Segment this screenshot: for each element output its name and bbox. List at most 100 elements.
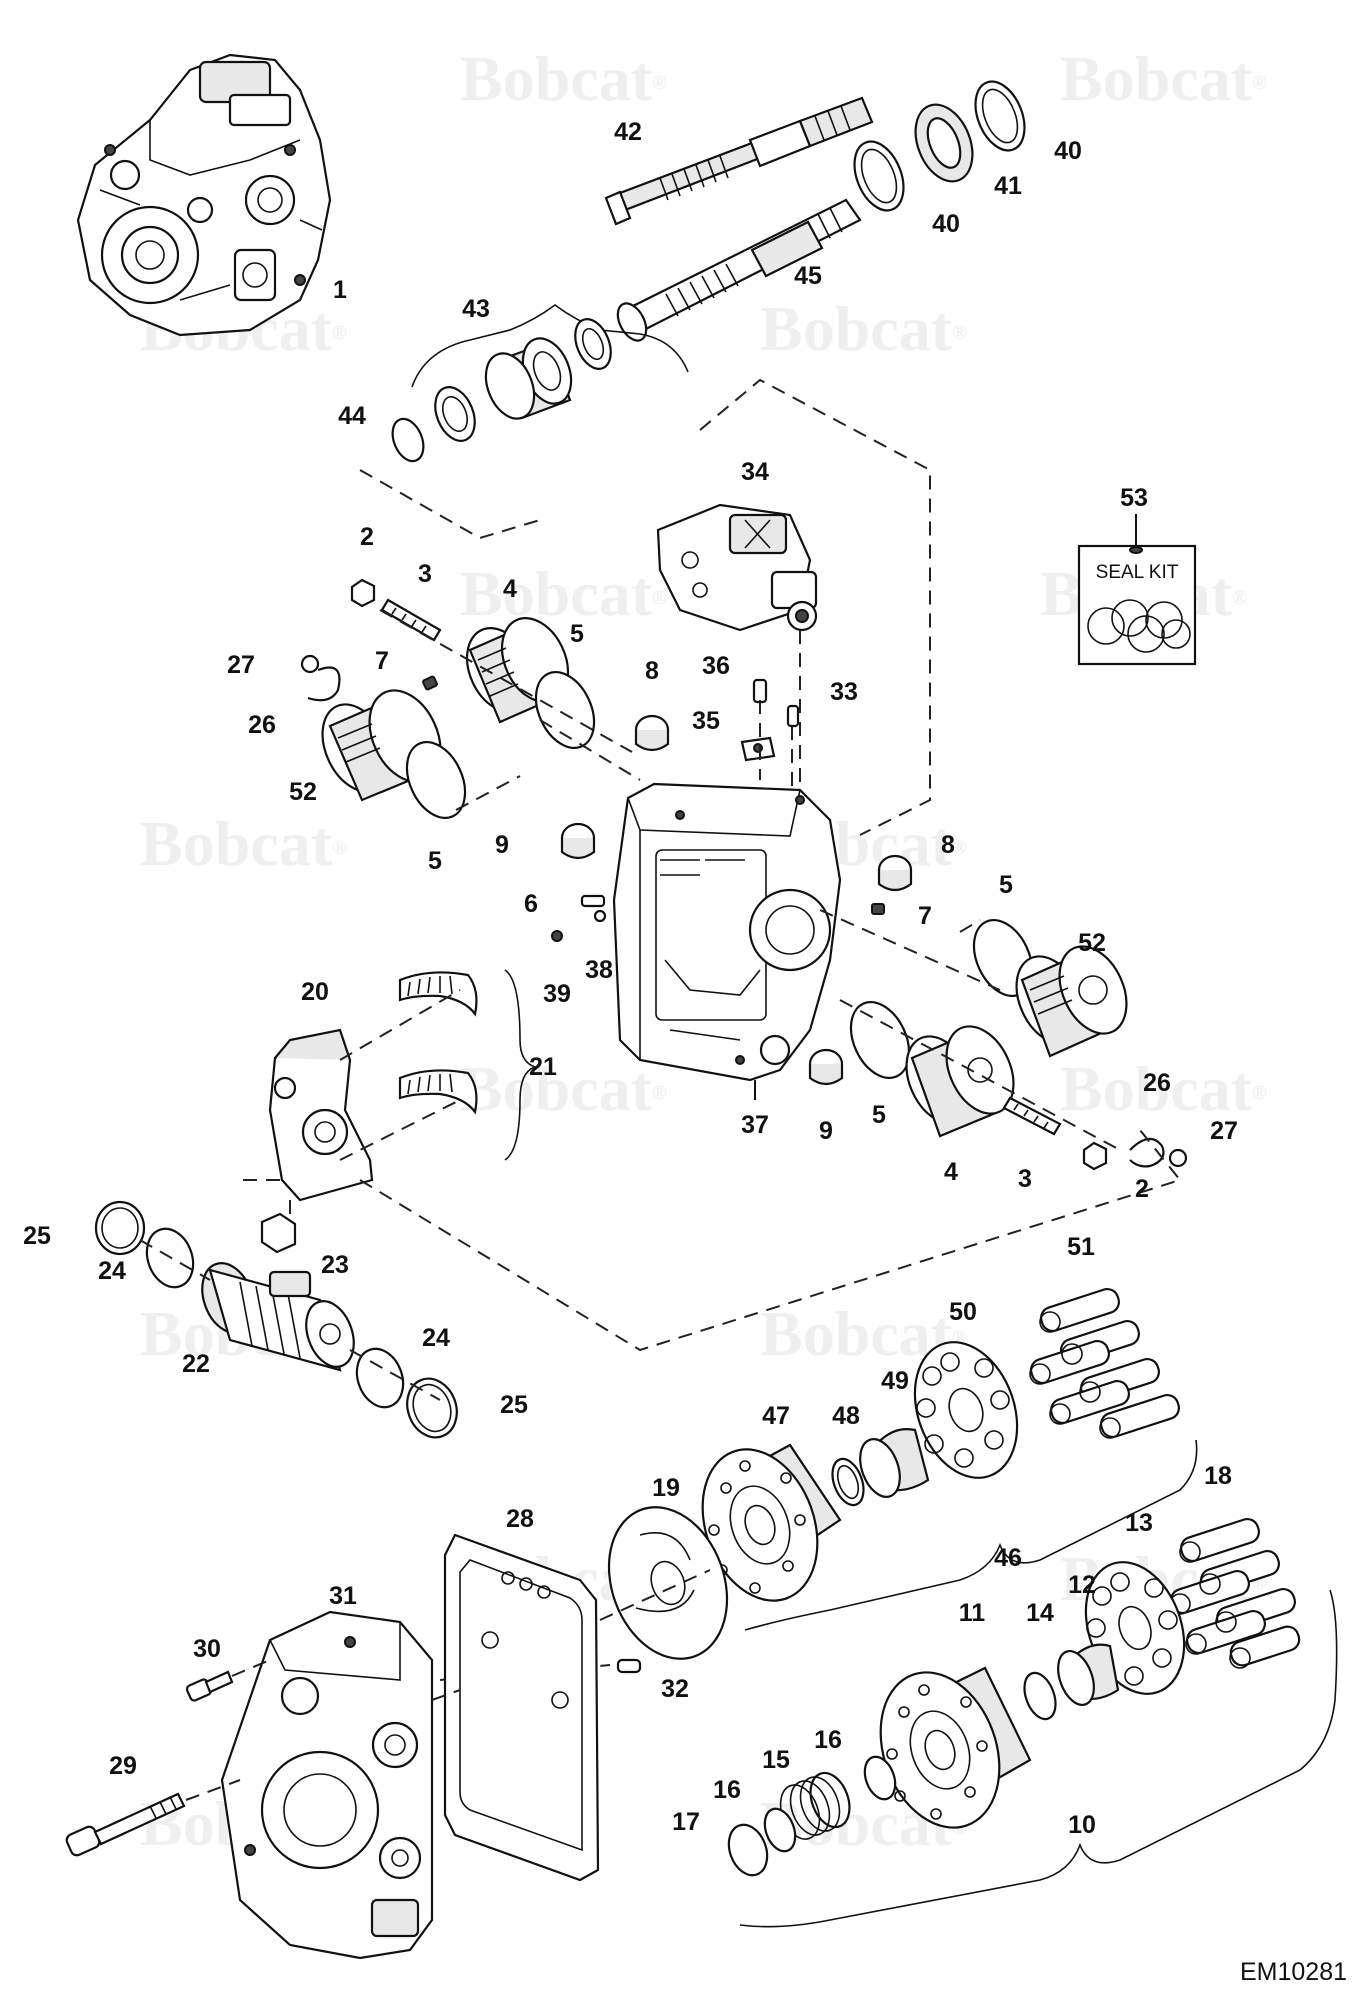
callout-5: 5: [428, 847, 442, 875]
slipper-block-23-icon: [260, 1212, 297, 1254]
bearing-kit-43-icon: [411, 304, 689, 442]
callout-16: 16: [713, 1776, 741, 1804]
callout-4: 4: [503, 575, 517, 603]
spring-48-icon: [831, 1457, 865, 1507]
callout-19: 19: [652, 1474, 680, 1502]
rod-3-icon: [380, 598, 442, 642]
watermark-text: Bobcat®: [140, 808, 347, 879]
plug-39-38-icon: [551, 909, 607, 942]
callout-26: 26: [248, 711, 276, 739]
callout-36: 36: [702, 652, 730, 680]
pin-6-icon: [580, 894, 606, 908]
snap-ring-40-icon: [974, 80, 1026, 152]
servo-dash-line: [379, 609, 641, 811]
snap-ring-17-icon: [727, 1823, 769, 1877]
callout-22: 22: [182, 1350, 210, 1378]
callout-5: 5: [570, 620, 584, 648]
callout-42: 42: [614, 118, 642, 146]
rod-3b-icon: [1002, 1096, 1062, 1136]
pump-housing-37-icon: [612, 782, 842, 1082]
spring-14-icon: [1023, 1671, 1057, 1721]
callout-43: 43: [462, 295, 490, 323]
plug-8b-icon: [877, 854, 913, 892]
callout-8: 8: [941, 831, 955, 859]
callout-48: 48: [832, 1402, 860, 1430]
callout-2: 2: [360, 523, 374, 551]
callout-25: 25: [500, 1391, 528, 1419]
assembly-dash-line: [359, 378, 931, 836]
watermark-text: Bobcat®: [760, 293, 967, 364]
callout-9: 9: [819, 1117, 833, 1145]
retaining-ring-44-icon: [391, 417, 425, 463]
watermark-text: Bobcat®: [1060, 43, 1267, 114]
plug-9b-icon: [808, 1048, 844, 1086]
ring-16-icon: [863, 1755, 897, 1801]
shaft-seal-41-icon: [914, 103, 974, 183]
callout-37: 37: [741, 1111, 769, 1139]
swash-dash-line: [240, 989, 1182, 1352]
screw-29-icon: [65, 1792, 186, 1857]
bearing-shells-21-icon: [398, 969, 538, 1161]
ring-25b-icon: [406, 1377, 458, 1439]
piston-dash-line: [139, 1239, 441, 1401]
snap-ring-40b-icon: [853, 140, 905, 212]
pump-assembly-icon: [76, 53, 332, 337]
gasket-28-icon: [443, 1533, 600, 1882]
callout-5: 5: [999, 871, 1013, 899]
callout-7: 7: [375, 647, 389, 675]
callout-49: 49: [881, 1367, 909, 1395]
cylinder-block-47-icon: [701, 1443, 842, 1602]
callout-45: 45: [794, 262, 822, 290]
pin-32-icon: [616, 1658, 642, 1674]
callout-3: 3: [418, 560, 432, 588]
callout-52: 52: [289, 778, 317, 806]
callout-28: 28: [506, 1505, 534, 1533]
callout-24: 24: [98, 1257, 126, 1285]
callout-27: 27: [1210, 1117, 1238, 1145]
callout-46: 46: [994, 1544, 1022, 1572]
valve-dash-line: [759, 630, 801, 800]
plug-7b-icon: [871, 903, 885, 915]
nut-2-icon: [350, 578, 376, 608]
cylinder-block-11-icon: [879, 1666, 1032, 1829]
control-piston-22-icon: [201, 1262, 355, 1372]
ball-guide-49-icon: [859, 1428, 930, 1498]
valve-plate-19-icon: [607, 1506, 729, 1660]
callout-12: 12: [1068, 1571, 1096, 1599]
servo-piston-4b-icon: [905, 1025, 1015, 1138]
callout-47: 47: [762, 1402, 790, 1430]
callout-2: 2: [1135, 1175, 1149, 1203]
group-46-bracket: [744, 1439, 1198, 1631]
control-valve-34-icon: [656, 503, 818, 632]
drive-shaft-42-icon: [604, 96, 874, 226]
callout-41: 41: [994, 172, 1022, 200]
callout-33: 33: [830, 678, 858, 706]
callout-30: 30: [193, 1635, 221, 1663]
callout-9: 9: [495, 831, 509, 859]
drive-shaft-45-icon: [616, 198, 862, 342]
piston-set-51-icon: [1029, 1287, 1180, 1439]
callout-20: 20: [301, 978, 329, 1006]
callout-44: 44: [338, 402, 366, 430]
servo-piston-52-icon: [321, 689, 442, 802]
callout-32: 32: [661, 1675, 689, 1703]
callout-4: 4: [944, 1158, 958, 1186]
callout-53: 53: [1120, 484, 1148, 512]
callout-10: 10: [1068, 1811, 1096, 1839]
clamp-35-icon: [740, 736, 776, 762]
o-ring-5d-icon: [849, 1001, 911, 1079]
callout-21: 21: [529, 1053, 557, 1081]
spring-15-icon: [779, 1771, 851, 1840]
callout-25: 25: [23, 1222, 51, 1250]
swashplate-20-icon: [268, 1028, 374, 1202]
ball-guide-12-icon: [1057, 1643, 1120, 1706]
seal-kit-label: SEAL KIT: [1096, 562, 1179, 583]
watermark-text: Bobcat®: [460, 43, 667, 114]
callout-6: 6: [524, 890, 538, 918]
plug-9-icon: [560, 822, 596, 860]
screw-30-icon: [185, 1670, 234, 1702]
callout-39: 39: [543, 980, 571, 1008]
callout-34: 34: [741, 458, 769, 486]
seal-kit-53-icon: SEAL KIT: [1077, 514, 1197, 666]
